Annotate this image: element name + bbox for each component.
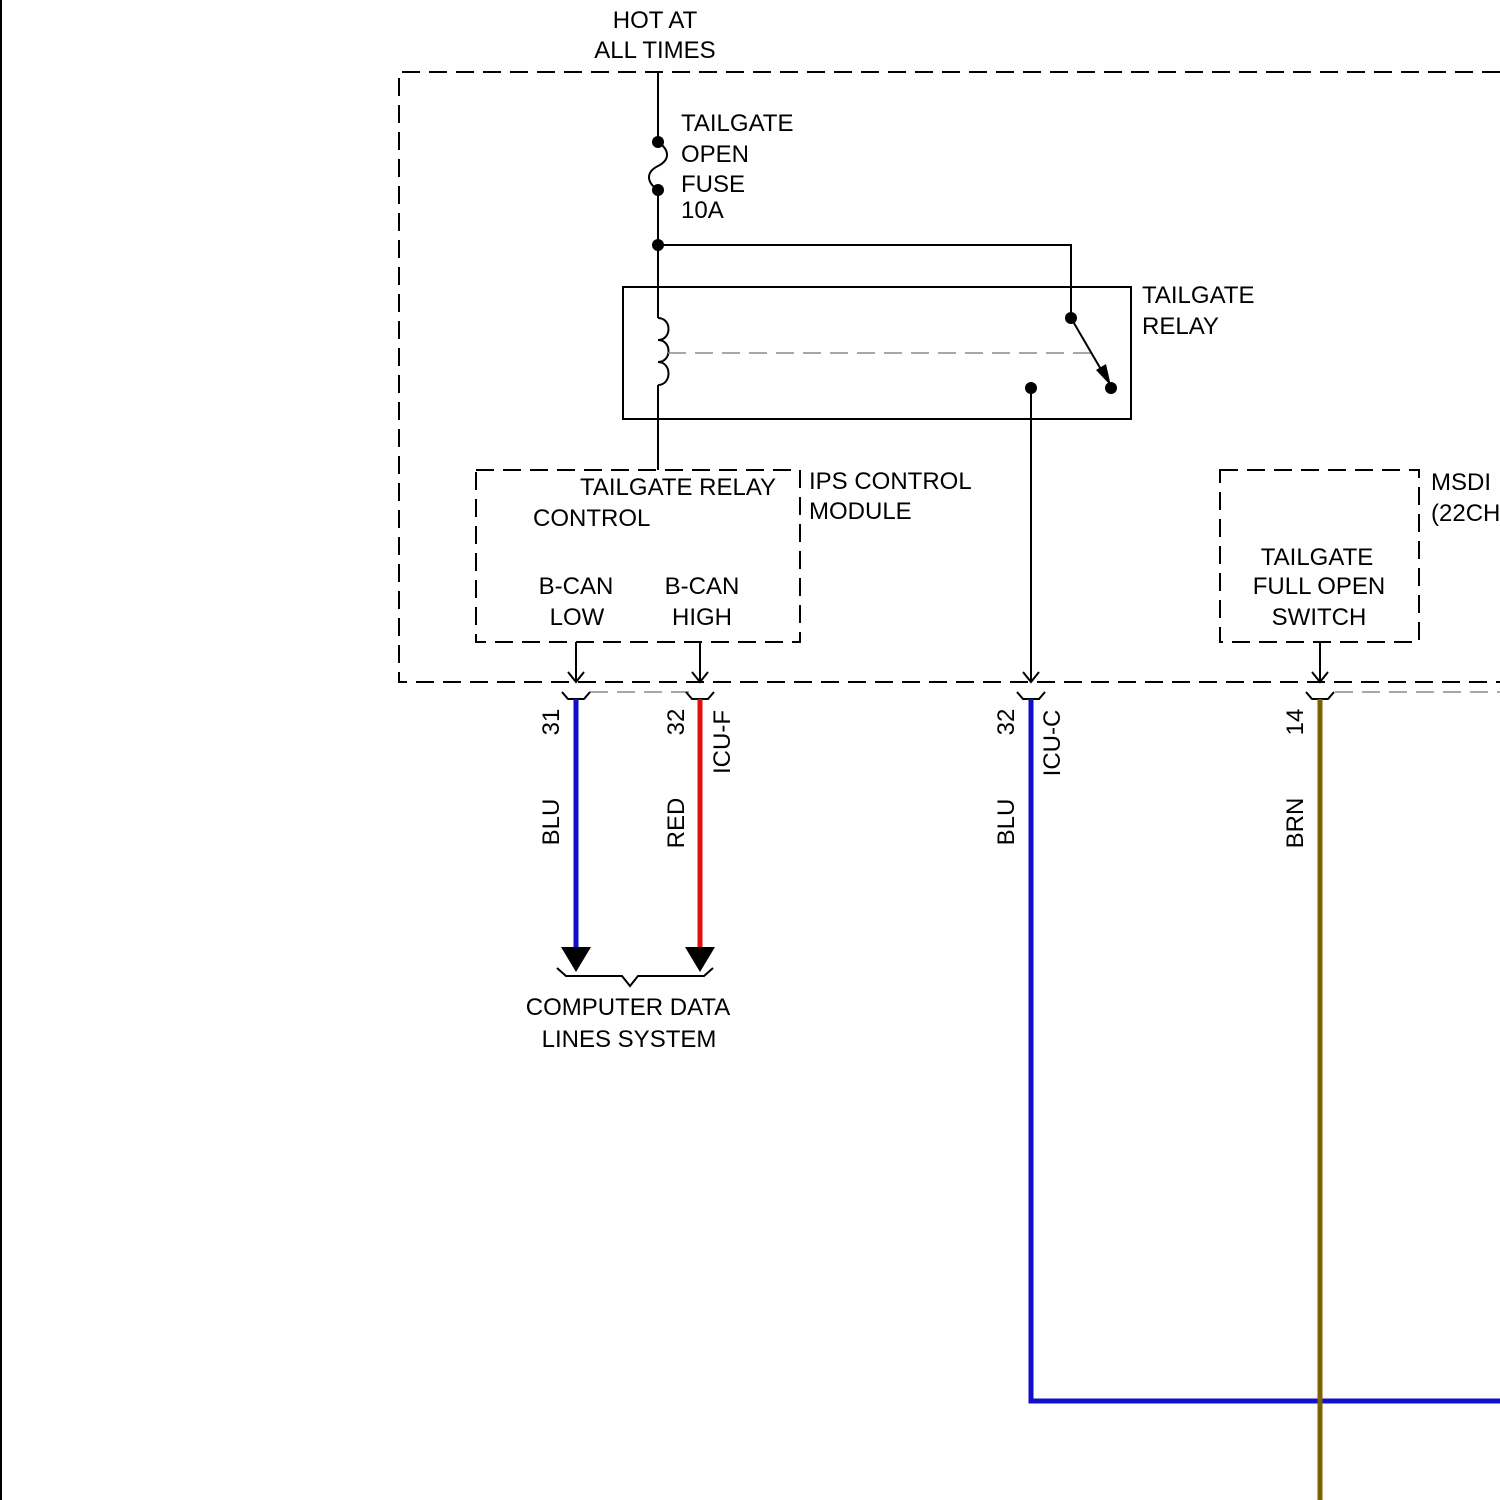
fuse-rating-label: 10A	[681, 197, 724, 224]
wire-bcan-high-color: RED	[663, 798, 690, 849]
relay-label-line2: RELAY	[1142, 313, 1219, 340]
power-source-label-line1: HOT AT	[613, 7, 698, 34]
relay-coil-symbol	[658, 318, 669, 385]
wire-bcan-high-arrow	[685, 947, 715, 972]
wire-relay-output-pin: 32	[993, 709, 1020, 736]
destination-bracket	[557, 968, 713, 986]
bcan-low-label-line1: B-CAN	[539, 573, 614, 600]
relay-label-line1: TAILGATE	[1142, 282, 1254, 309]
destination-label-line1: COMPUTER DATA	[526, 994, 730, 1021]
power-source-label-line2: ALL TIMES	[594, 37, 715, 64]
relay-switch-feed-wire	[658, 245, 1071, 318]
module-label-line2: MODULE	[809, 498, 912, 525]
bcan-low-label-line2: LOW	[550, 604, 605, 631]
wire-bcan-low-arrow	[561, 947, 591, 972]
msdi-label-line2: (22CH	[1431, 500, 1500, 527]
switch-label-line3: SWITCH	[1272, 604, 1367, 631]
connector-icu-c-label: ICU-C	[1039, 710, 1066, 777]
wire-bcan-high-pin: 32	[663, 709, 690, 736]
relay-control-label-line2: CONTROL	[533, 505, 650, 532]
bcan-high-label-line1: B-CAN	[665, 573, 740, 600]
bcan-high-label-line2: HIGH	[672, 604, 732, 631]
wire-relay-output	[1017, 388, 1500, 1401]
switch-label-line2: FULL OPEN	[1253, 573, 1385, 600]
destination-label-line2: LINES SYSTEM	[542, 1026, 717, 1053]
wire-switch-color: BRN	[1282, 798, 1309, 849]
fuse-label-line2: OPEN	[681, 141, 749, 168]
relay-switch-contact	[1105, 382, 1117, 394]
fuse-label-line3: FUSE	[681, 171, 745, 198]
wire-switch-pin: 14	[1282, 709, 1309, 736]
relay-control-label-line1: TAILGATE RELAY	[580, 474, 776, 501]
wire-relay-output-conductor	[1031, 699, 1500, 1401]
switch-label-line1: TAILGATE	[1261, 544, 1373, 571]
wire-relay-output-color: BLU	[993, 799, 1020, 846]
msdi-label-line1: MSDI	[1431, 469, 1491, 496]
connector-icu-f-label: ICU-F	[709, 710, 736, 774]
wire-bcan-low	[561, 642, 591, 972]
wire-switch	[1306, 642, 1334, 1500]
fuse-label-line1: TAILGATE	[681, 110, 793, 137]
fuse-symbol	[649, 136, 667, 196]
wire-bcan-low-color: BLU	[538, 799, 565, 846]
module-label-line1: IPS CONTROL	[809, 468, 972, 495]
wire-bcan-low-pin: 31	[538, 709, 565, 736]
